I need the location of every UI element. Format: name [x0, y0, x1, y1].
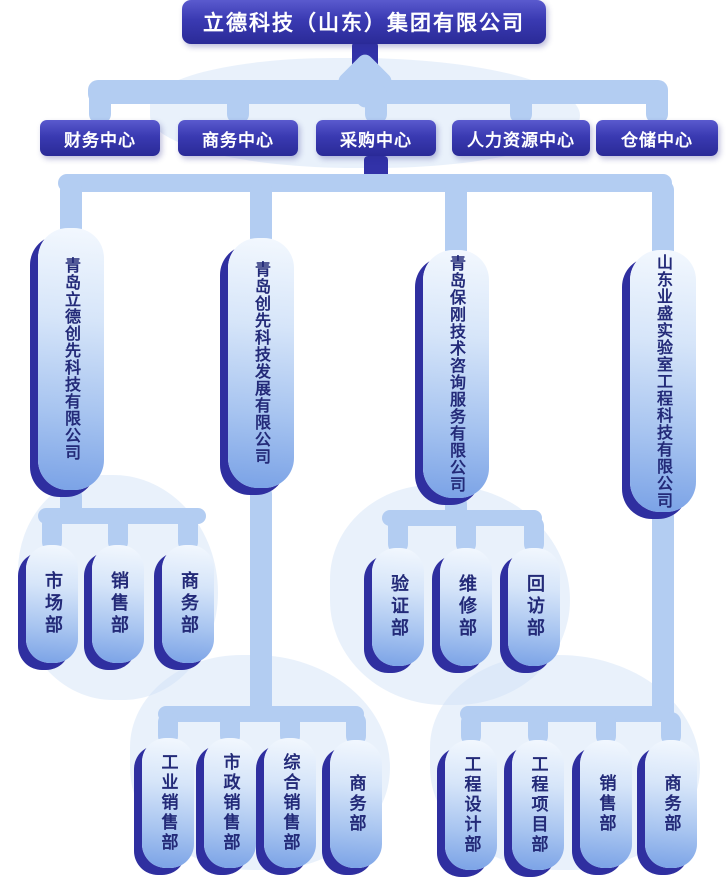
dept-node-commerce-3: 商务部 [645, 740, 697, 868]
connector-drop [652, 180, 674, 262]
connector-drop [89, 84, 111, 124]
dept-label: 市政销售部 [219, 753, 240, 853]
center-node-hr: 人力资源中心 [452, 120, 590, 156]
dept-node-maintenance: 维修部 [440, 548, 492, 666]
subsidiary-label: 青岛保刚技术咨询服务有限公司 [447, 255, 466, 493]
center-node-warehouse: 仓储中心 [596, 120, 718, 156]
dept-label: 销售部 [595, 774, 616, 834]
dept-label: 工程项目部 [527, 755, 548, 855]
dept-node-engineering-project: 工程项目部 [512, 740, 564, 870]
connector-drop [445, 180, 467, 260]
connector-drop [346, 712, 366, 746]
org-root-node: 立德科技（山东）集团有限公司 [182, 0, 546, 44]
connector-band [158, 706, 364, 722]
subsidiary-label: 青岛创先科技发展有限公司 [252, 261, 271, 465]
connector-drop [220, 712, 240, 746]
connector-stub-long [250, 484, 272, 722]
dept-node-general-sales: 综合销售部 [264, 738, 316, 868]
center-label: 人力资源中心 [467, 130, 575, 151]
connector-drop [227, 84, 249, 124]
subsidiary-label: 山东业盛实验室工程科技有限公司 [654, 253, 673, 509]
connector-drop [158, 712, 178, 746]
subsidiary-node-1: 青岛立德创先科技有限公司 [38, 228, 104, 490]
connector-drop [528, 712, 548, 746]
dept-node-validation: 验证部 [372, 548, 424, 666]
center-node-procurement: 采购中心 [316, 120, 436, 156]
connector-drop [456, 516, 476, 554]
center-node-business: 商务中心 [178, 120, 298, 156]
connector-drop [596, 712, 616, 746]
dept-node-engineering-design: 工程设计部 [445, 740, 497, 870]
connector-drop [250, 180, 272, 248]
dept-node-followup: 回访部 [508, 548, 560, 666]
dept-node-municipal-sales: 市政销售部 [204, 738, 256, 868]
connector-drop [524, 516, 544, 554]
dept-label: 综合销售部 [279, 753, 300, 853]
subsidiary-node-2: 青岛创先科技发展有限公司 [228, 238, 294, 488]
connector-stub-long [652, 506, 674, 722]
center-node-finance: 财务中心 [40, 120, 160, 156]
dept-label: 销售部 [108, 571, 129, 637]
dept-node-commerce: 商务部 [162, 545, 214, 663]
dept-label: 商务部 [178, 571, 199, 637]
connector-drop [461, 712, 481, 746]
dept-label: 商务部 [345, 774, 366, 834]
subsidiary-node-3: 青岛保刚技术咨询服务有限公司 [423, 250, 489, 498]
connector-drop [646, 84, 668, 124]
subsidiary-label: 青岛立德创先科技有限公司 [62, 257, 81, 461]
dept-node-market: 市场部 [26, 545, 78, 663]
org-root-label: 立德科技（山东）集团有限公司 [203, 11, 525, 35]
center-label: 商务中心 [202, 130, 274, 151]
dept-label: 维修部 [456, 574, 477, 640]
dept-node-sales-2: 销售部 [580, 740, 632, 868]
dept-label: 工程设计部 [460, 755, 481, 855]
dept-node-commerce-2: 商务部 [330, 740, 382, 868]
subsidiary-node-4: 山东业盛实验室工程科技有限公司 [630, 250, 696, 512]
dept-label: 市场部 [42, 571, 63, 637]
connector-drop [108, 514, 128, 552]
connector-drop [60, 180, 82, 238]
connector-drop [178, 514, 198, 552]
center-label: 仓储中心 [621, 130, 693, 151]
connector-drop [280, 712, 300, 746]
center-label: 财务中心 [64, 130, 136, 151]
connector-band [460, 706, 672, 722]
dept-node-industrial-sales: 工业销售部 [142, 738, 194, 868]
connector-drop [388, 516, 408, 554]
connector-drop [42, 514, 62, 552]
connector-drop [661, 712, 681, 746]
connector-drop [365, 84, 387, 124]
dept-label: 回访部 [524, 574, 545, 640]
dept-label: 验证部 [388, 574, 409, 640]
dept-label: 商务部 [660, 774, 681, 834]
dept-node-sales: 销售部 [92, 545, 144, 663]
dept-label: 工业销售部 [157, 753, 178, 853]
center-label: 采购中心 [340, 130, 412, 151]
connector-band-mid [58, 174, 672, 192]
connector-drop [510, 84, 532, 124]
